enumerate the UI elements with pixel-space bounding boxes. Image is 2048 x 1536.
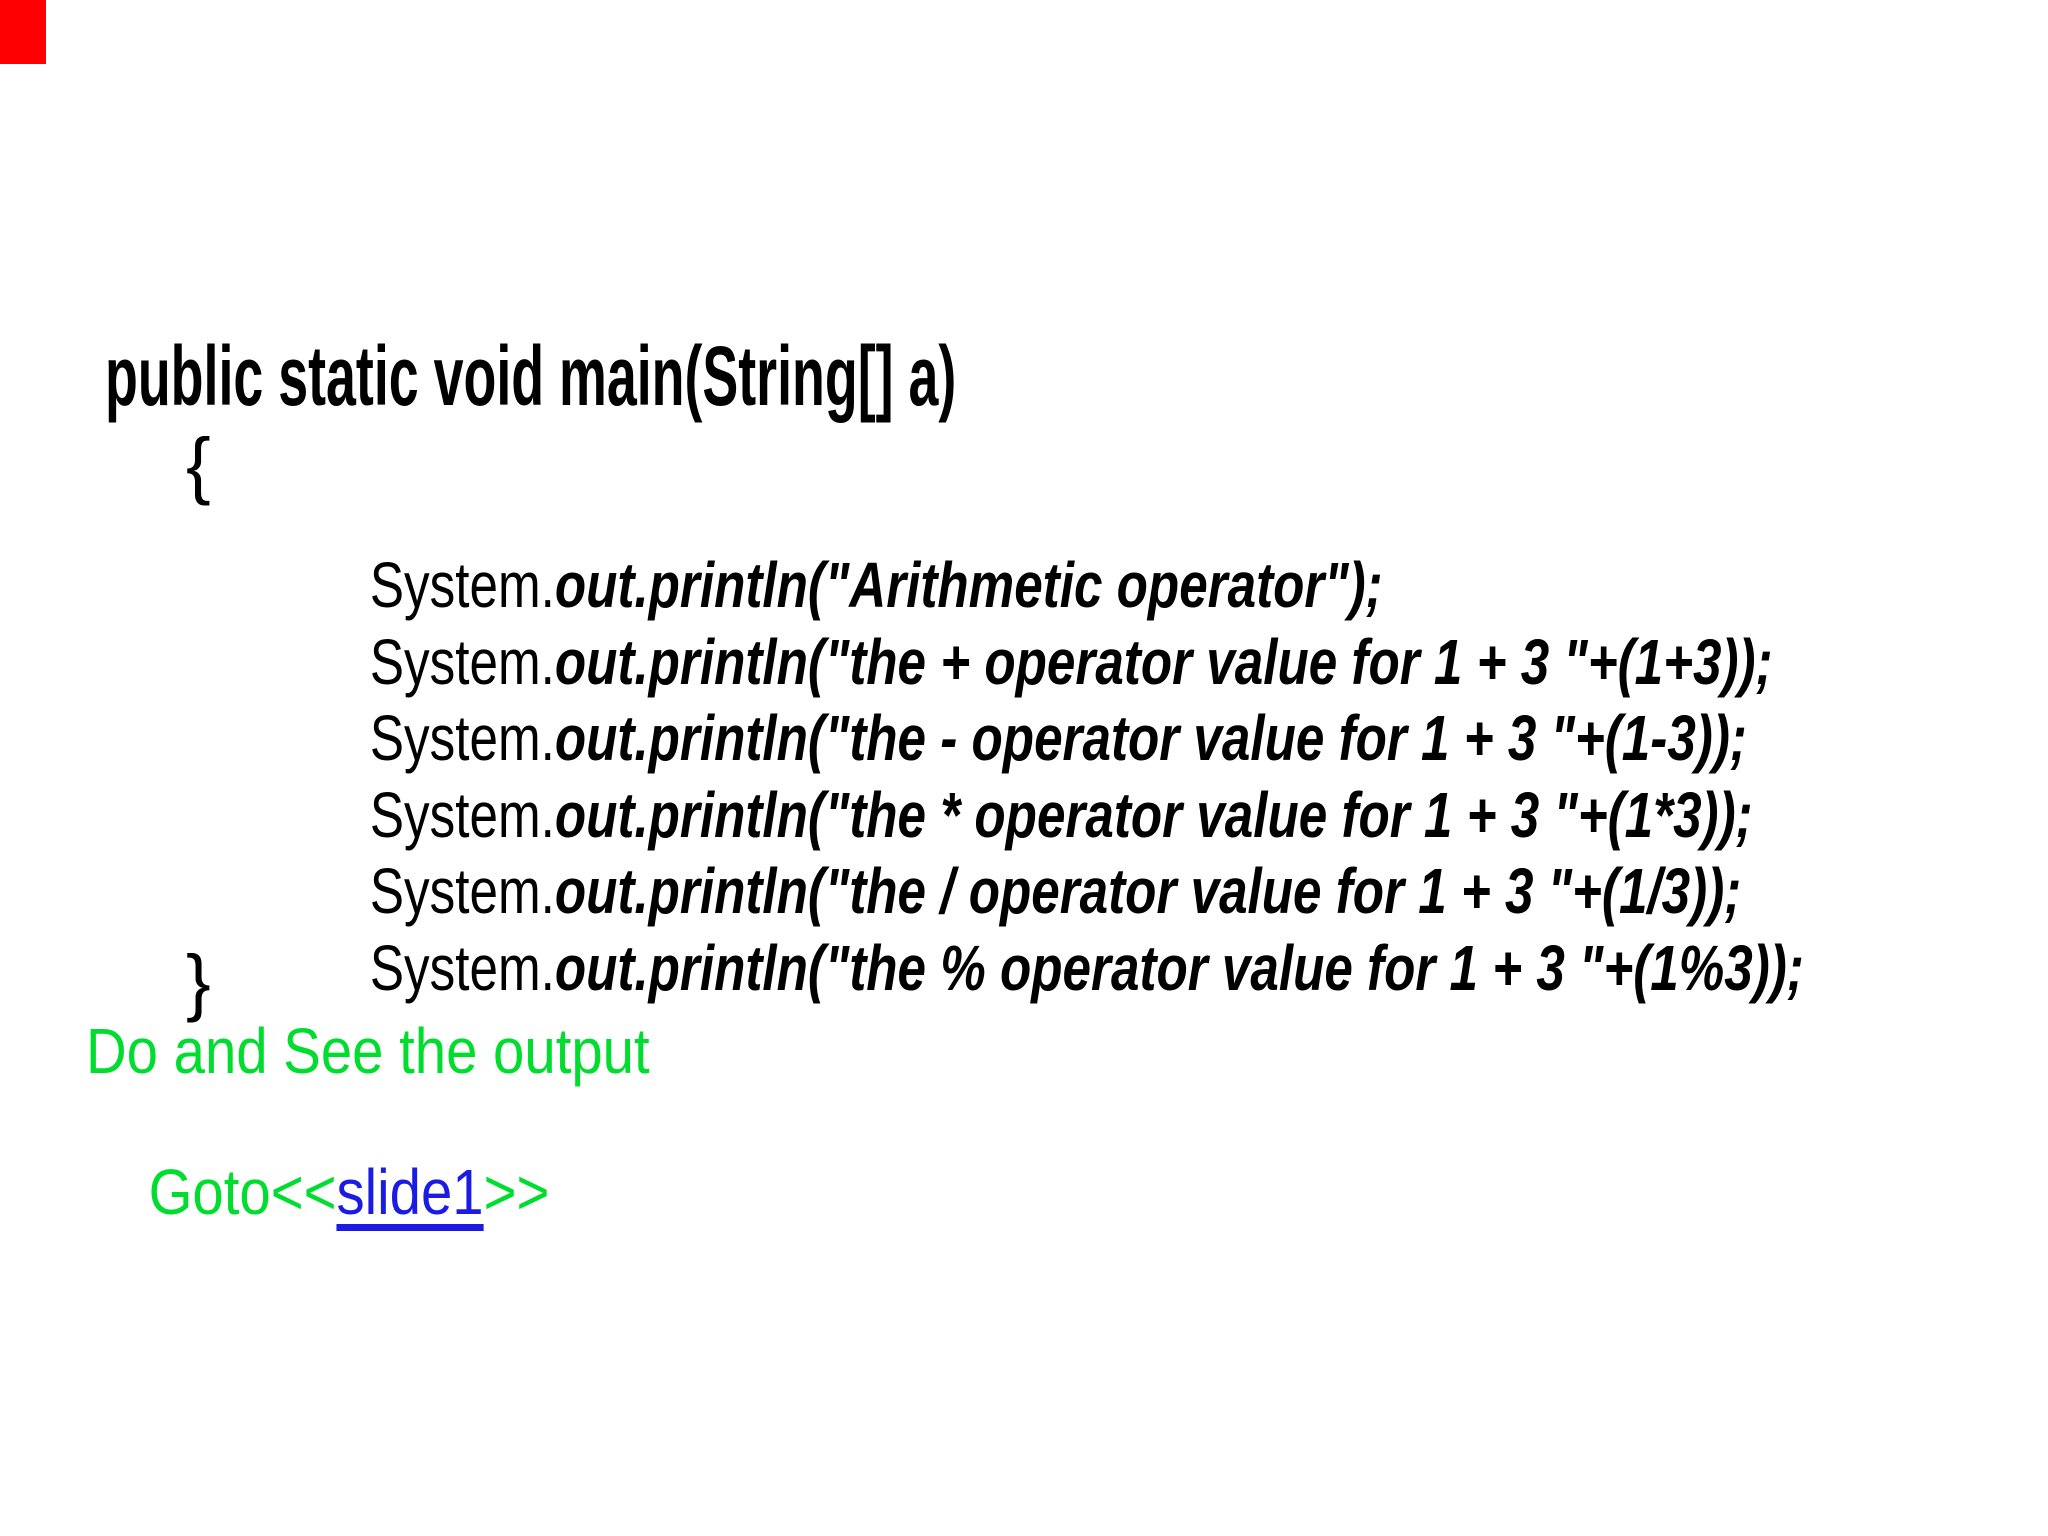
code-line-body: out.println("the * operator value for 1 … xyxy=(554,779,1753,851)
code-line-body: out.println("the / operator value for 1 … xyxy=(554,855,1742,927)
code-line-body: out.println("the - operator value for 1 … xyxy=(554,702,1747,774)
open-brace: { xyxy=(186,423,211,506)
goto-text: Goto<<slide1>> xyxy=(86,1096,550,1288)
code-line: System.out.println("Arithmetic operator"… xyxy=(313,489,1383,681)
code-line: System.out.println("the / operator value… xyxy=(313,795,1741,987)
code-line: System.out.println("the % operator value… xyxy=(313,872,1804,1064)
method-signature-title: public static void main(String[] a) xyxy=(105,329,957,423)
code-line: System.out.println("the + operator value… xyxy=(313,566,1773,758)
red-corner-marker xyxy=(0,0,46,64)
code-line-prefix: System. xyxy=(369,702,555,774)
code-line-prefix: System. xyxy=(369,549,555,621)
code-line: System.out.println("the - operator value… xyxy=(313,642,1747,834)
code-line-body: out.println("the % operator value for 1 … xyxy=(554,932,1804,1004)
code-line-prefix: System. xyxy=(369,932,555,1004)
code-line: System.out.println("the * operator value… xyxy=(313,719,1753,911)
slide1-link[interactable]: slide1 xyxy=(336,1156,484,1228)
code-line-prefix: System. xyxy=(369,855,555,927)
close-brace: } xyxy=(186,940,211,1023)
note-text: Do and See the output xyxy=(86,1015,650,1087)
code-line-body: out.println("the + operator value for 1 … xyxy=(554,626,1773,698)
code-line-body: out.println("Arithmetic operator"); xyxy=(554,549,1383,621)
goto-after-text: >> xyxy=(483,1156,550,1228)
code-line-prefix: System. xyxy=(369,779,555,851)
goto-before-text: Goto<< xyxy=(148,1156,337,1228)
code-line-prefix: System. xyxy=(369,626,555,698)
